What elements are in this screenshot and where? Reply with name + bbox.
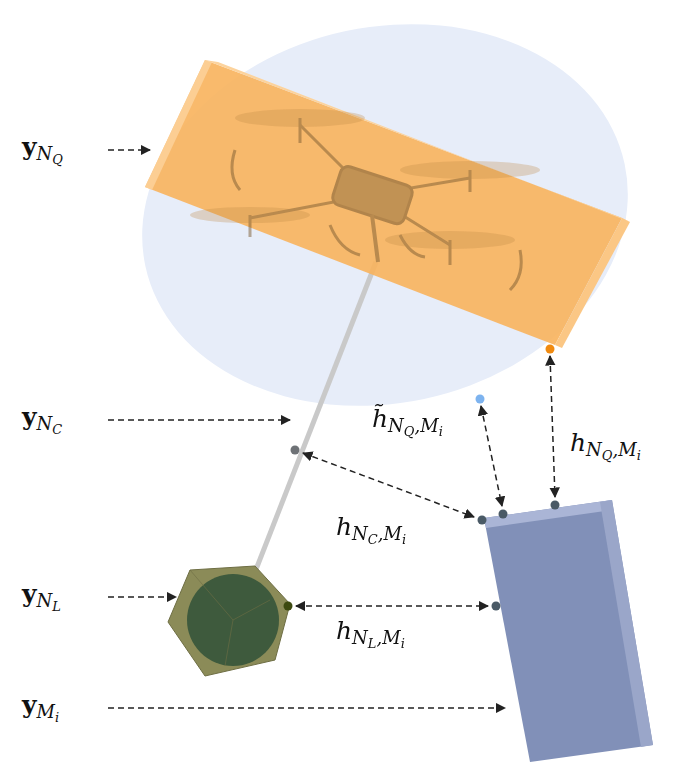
pointer-arrows — [108, 150, 505, 708]
quadrotor — [190, 109, 540, 290]
quadrotor-box — [145, 60, 630, 348]
cable — [248, 262, 376, 590]
math-label: yNC — [22, 402, 62, 438]
obstacle-box — [484, 500, 653, 762]
math-label: h̃NQ,Mi — [372, 404, 443, 440]
points — [284, 345, 560, 611]
distance-arrows — [296, 356, 555, 606]
math-label: yNQ — [22, 132, 63, 168]
math-label: hNQ,Mi — [570, 428, 641, 464]
math-label: yMi — [22, 690, 59, 726]
safety-ellipse — [106, 0, 663, 450]
math-label: yNL — [22, 579, 61, 615]
math-label: hNL,Mi — [336, 616, 405, 652]
payload — [168, 566, 290, 676]
math-label: hNC,Mi — [336, 512, 406, 548]
